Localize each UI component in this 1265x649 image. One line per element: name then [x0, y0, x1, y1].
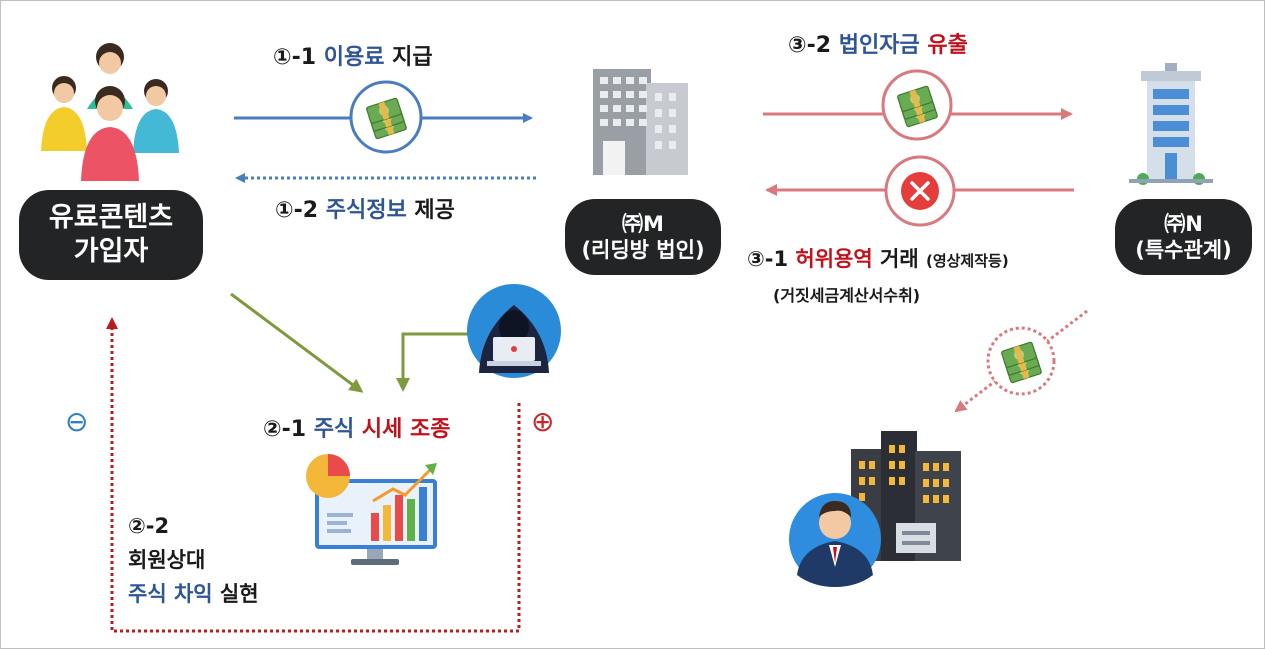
step-3-1-line2: (거짓세금계산서수취) — [773, 286, 921, 305]
subscribers-line1: 유료콘텐츠 — [48, 202, 174, 234]
company-m-pill: ㈜M (리딩방 법인) — [565, 199, 721, 275]
step-3-1-rest: 거래 — [880, 247, 919, 271]
subscribers-pill: 유료콘텐츠 가입자 — [19, 190, 203, 280]
businessman-city-icon — [789, 431, 961, 587]
subscribers-line2: 가입자 — [73, 236, 149, 267]
step-3-1-note: (영상제작등) — [925, 252, 1009, 270]
step-2-2-num: ②-2 — [128, 514, 170, 538]
chart-monitor-icon — [306, 454, 437, 565]
arrow-hacker-manipulate — [396, 332, 468, 392]
step-3-1-num: ③-1 — [747, 247, 789, 271]
step-3-1-label: ③-1 허위용역 거래 (영상제작등) — [747, 247, 1009, 272]
step-1-2-label: ①-2 주식정보 제공 — [275, 198, 455, 224]
step-3-2-num: ③-2 — [788, 33, 832, 58]
step-2-1-label: ②-1 주식 시세 조종 — [263, 417, 451, 443]
step-2-2-highlight: 주식 차익 — [128, 582, 213, 606]
tower-building-icon — [1129, 63, 1213, 185]
step-1-1-rest: 지급 — [392, 45, 433, 70]
step-1-1-highlight: 이용료 — [323, 45, 385, 70]
cancel-x-icon — [901, 172, 939, 210]
step-1-2-highlight: 주식정보 — [325, 198, 407, 223]
step-1-2-num: ①-2 — [275, 198, 319, 223]
step-2-1-num: ②-1 — [263, 417, 307, 442]
company-n-line2: (특수관계) — [1135, 238, 1232, 262]
step-2-1-mid: 주식 — [313, 417, 355, 442]
people-group-icon — [41, 43, 179, 181]
step-1-1-label: ①-1 이용료 지급 — [273, 45, 433, 71]
step-2-2-line2: 회원상대 — [128, 548, 206, 572]
minus-sign: ⊖ — [65, 405, 89, 438]
company-n-pill: ㈜N (특수관계) — [1115, 199, 1252, 275]
arrow-profit-loop — [106, 317, 521, 633]
company-m-line1: ㈜M — [622, 211, 664, 236]
company-n-line1: ㈜N — [1164, 211, 1203, 236]
step-3-2-mid: 법인자금 — [838, 33, 920, 58]
step-2-2-rest: 실현 — [219, 582, 259, 606]
office-building-icon — [593, 69, 688, 175]
step-2-1-highlight: 시세 조종 — [361, 417, 451, 442]
step-2-2-line3: 주식 차익 실현 — [128, 582, 259, 607]
step-1-2-rest: 제공 — [414, 198, 455, 223]
plus-sign: ⊕ — [531, 405, 555, 438]
step-3-2-highlight: 유출 — [927, 33, 968, 58]
hacker-icon — [467, 284, 561, 378]
company-m-line2: (리딩방 법인) — [581, 238, 705, 262]
step-3-2-label: ③-2 법인자금 유출 — [788, 33, 968, 59]
step-1-1-num: ①-1 — [273, 45, 317, 70]
arrow-members-manipulate — [230, 292, 364, 393]
step-3-1-highlight: 허위용역 — [795, 247, 873, 271]
